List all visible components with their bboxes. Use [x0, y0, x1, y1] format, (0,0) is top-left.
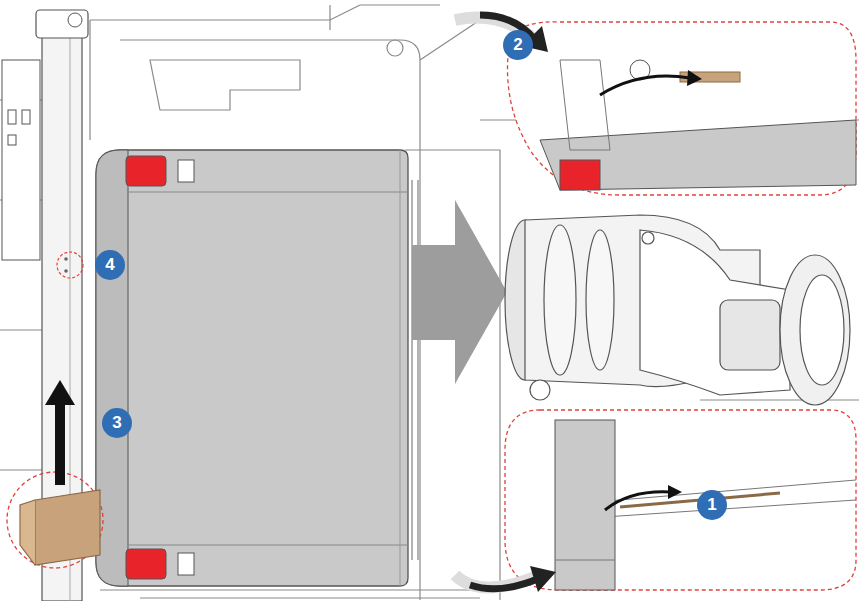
callout-number: 2	[503, 30, 533, 60]
callout-number: 4	[95, 250, 125, 280]
callout-number: 3	[102, 408, 132, 438]
callout-number: 1	[697, 490, 727, 520]
